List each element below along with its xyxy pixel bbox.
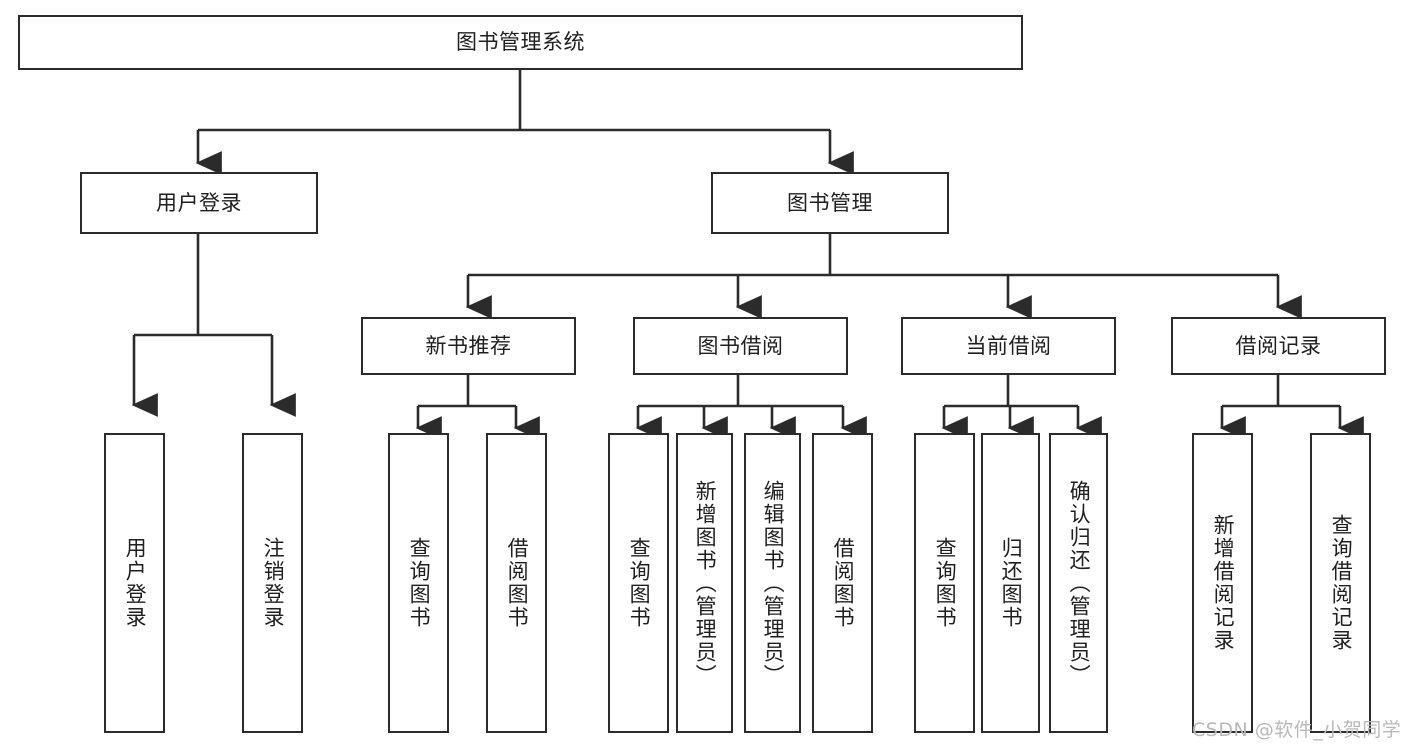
node-label: 归还图书 [999,537,1024,629]
node-current-borrow[interactable]: 当前借阅 [901,317,1116,375]
leaf-current-query[interactable]: 查询图书 [914,433,975,733]
node-book-management[interactable]: 图书管理 [711,172,949,234]
node-label: 借阅图书 [831,537,856,629]
leaf-user-login-login[interactable]: 用户登录 [104,433,165,733]
node-root[interactable]: 图书管理系统 [18,15,1023,70]
leaf-borrow-edit-book[interactable]: 编辑图书（管理员） [744,433,801,733]
node-label: 图书管理系统 [456,30,585,55]
node-label: 新增借阅记录 [1211,514,1236,652]
leaf-current-return[interactable]: 归还图书 [981,433,1040,733]
node-book-borrow[interactable]: 图书借阅 [633,317,848,375]
node-label: 图书借阅 [697,333,784,358]
leaf-new-book-borrow[interactable]: 借阅图书 [486,433,547,733]
node-user-login[interactable]: 用户登录 [80,172,318,234]
node-label: 查询图书 [933,537,958,629]
node-label: 新书推荐 [425,333,512,358]
leaf-borrow-borrow-book[interactable]: 借阅图书 [812,433,873,733]
node-label: 当前借阅 [965,333,1052,358]
leaf-new-book-query[interactable]: 查询图书 [388,433,449,733]
leaf-borrow-query[interactable]: 查询图书 [608,433,669,733]
leaf-records-query[interactable]: 查询借阅记录 [1310,433,1371,733]
leaf-borrow-add-book[interactable]: 新增图书（管理员） [676,433,733,733]
node-label: 借阅图书 [505,537,530,629]
leaf-current-confirm-return[interactable]: 确认归还（管理员） [1049,433,1108,733]
node-label: 查询图书 [627,537,652,629]
node-label: 新增图书（管理员） [693,479,718,687]
node-borrow-records[interactable]: 借阅记录 [1171,317,1386,375]
node-label: 用户登录 [123,537,148,629]
node-label: 借阅记录 [1235,333,1322,358]
node-label: 图书管理 [787,190,873,215]
node-new-book-recommend[interactable]: 新书推荐 [361,317,576,375]
csdn-watermark: CSDN @软件_小贺同学 [1192,719,1402,741]
leaf-records-add[interactable]: 新增借阅记录 [1192,433,1253,733]
node-label: 查询借阅记录 [1329,514,1354,652]
node-label: 注销登录 [261,537,286,629]
leaf-user-login-logout[interactable]: 注销登录 [242,433,303,733]
node-label: 编辑图书（管理员） [761,479,786,687]
node-label: 用户登录 [156,190,242,215]
node-label: 确认归还（管理员） [1067,479,1092,687]
node-label: 查询图书 [407,537,432,629]
